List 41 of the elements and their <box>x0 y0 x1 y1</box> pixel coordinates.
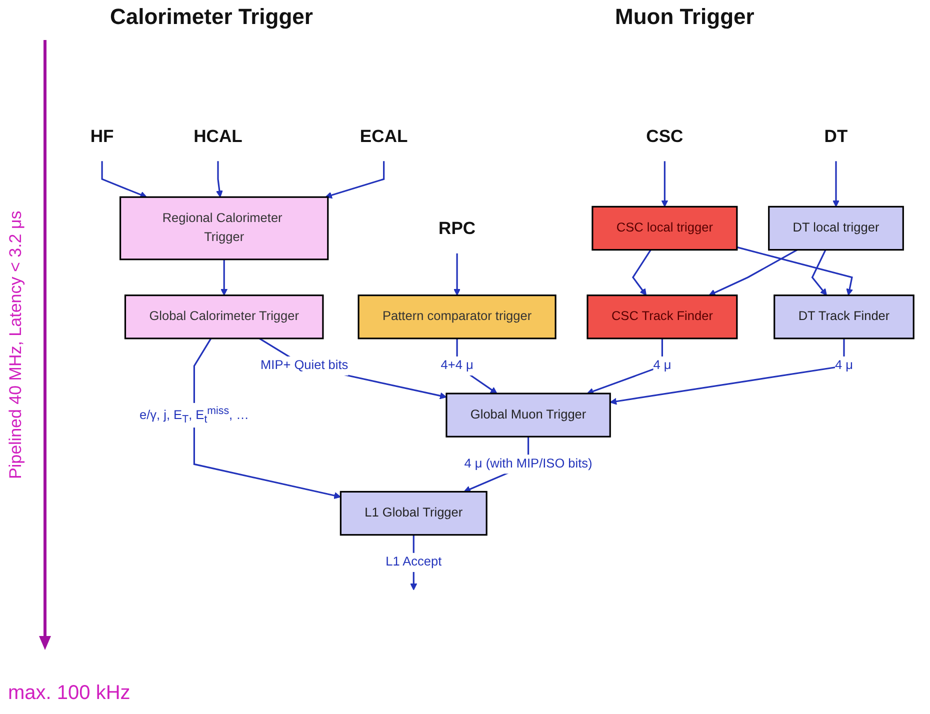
node-text: DT <box>824 126 848 146</box>
node-text: HCAL <box>194 126 242 146</box>
edge-label: 4 μ <box>834 358 853 372</box>
node-text: HF <box>90 126 114 146</box>
arrow <box>832 161 840 207</box>
section-heading: Muon Trigger <box>615 4 754 30</box>
rate-note: max. 100 kHz <box>8 682 130 705</box>
arrow <box>258 338 447 400</box>
edge-label: MIP+ Quiet bits <box>260 358 348 372</box>
node-box: DT Track Finder <box>774 294 914 340</box>
latency-note: Pipelined 40 MHz, Latency < 3.2 μs <box>6 210 26 482</box>
node-box: Regional Calorimeter Trigger <box>120 196 329 260</box>
arrow <box>101 161 148 198</box>
arrow <box>454 253 461 296</box>
edge-label: L1 Accept <box>386 555 442 569</box>
arrow <box>220 259 228 296</box>
node-box: L1 Global Trigger <box>340 490 488 536</box>
node-box: DT local trigger <box>768 206 904 251</box>
arrow <box>586 338 663 395</box>
arrow <box>736 246 854 296</box>
node-text: ECAL <box>360 126 408 146</box>
arrow <box>661 161 668 207</box>
edge-label: 4 μ (with MIP/ISO bits) <box>464 457 592 471</box>
node-text: RPC <box>438 218 476 238</box>
node-box: Pattern comparator trigger <box>358 294 556 340</box>
edge-label: 4 μ <box>653 358 672 372</box>
arrow <box>811 249 827 296</box>
edge-label: e/γ, j, E$_{T}$, E$_{t}$$^{miss}$, … <box>139 404 249 425</box>
section-heading: Calorimeter Trigger <box>110 4 313 30</box>
arrow <box>325 161 385 199</box>
arrow <box>708 249 798 296</box>
arrow <box>610 338 845 405</box>
node-box: CSC local trigger <box>592 206 738 251</box>
arrow <box>193 338 341 499</box>
node-box: Global Calorimeter Trigger <box>124 294 324 340</box>
node-box: Global Muon Trigger <box>446 392 611 438</box>
arrow <box>216 161 223 198</box>
node-box: CSC Track Finder <box>586 294 738 340</box>
node-text: CSC <box>646 126 684 146</box>
arrow <box>632 249 652 296</box>
edge-label: 4+4 μ <box>440 358 474 372</box>
